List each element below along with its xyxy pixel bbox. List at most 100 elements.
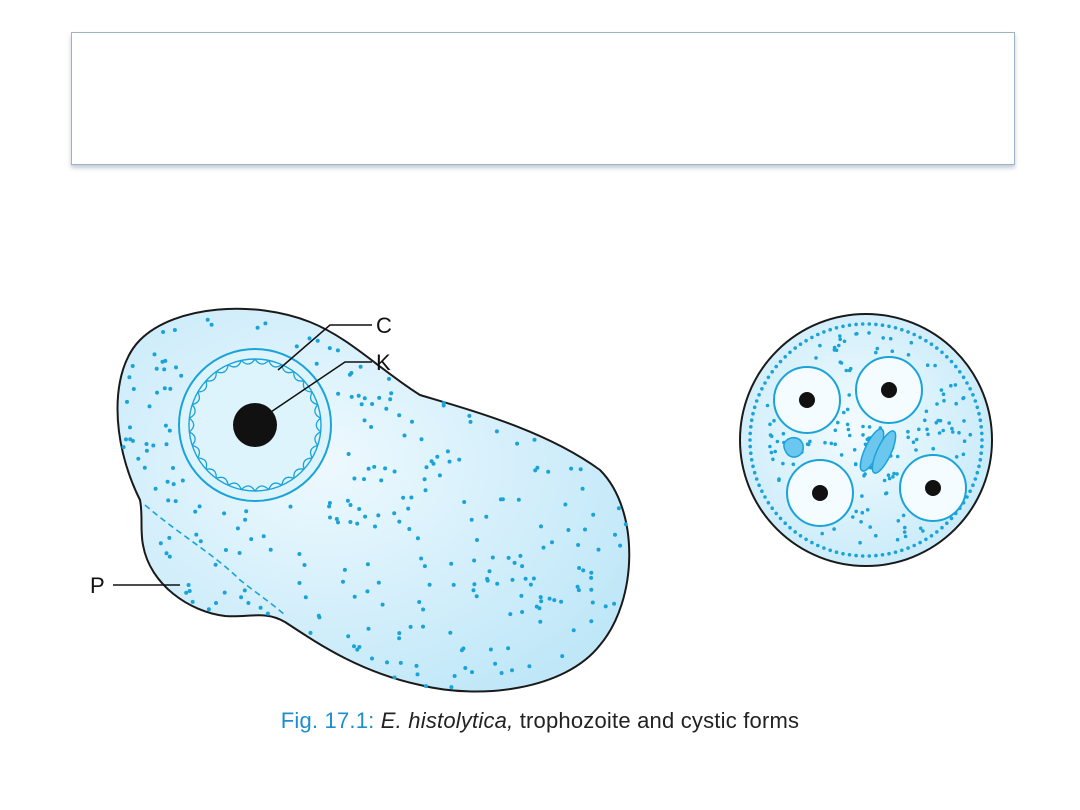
cytoplasm-granule	[376, 580, 381, 585]
cytoplasm-granule	[222, 511, 227, 516]
cyst-granule	[906, 429, 910, 434]
cytoplasm-granule	[223, 548, 228, 552]
cyst-granule	[912, 332, 916, 337]
svg-text:P: P	[90, 573, 105, 598]
cytoplasm-granule	[472, 582, 477, 587]
cytoplasm-granule	[297, 581, 302, 585]
cyst-granule	[924, 537, 928, 542]
cyst-granule	[788, 525, 792, 530]
cyst-nucleus	[855, 356, 923, 424]
cytoplasm-granule	[389, 391, 394, 396]
chromatin-granule	[240, 485, 256, 492]
cyst-granule	[816, 543, 820, 548]
cytoplasm-granule	[180, 478, 185, 483]
cytoplasm-granule	[370, 402, 375, 406]
cytoplasm-granule	[155, 390, 159, 395]
cyst-granule	[906, 546, 910, 550]
cyst-granule	[844, 368, 849, 373]
cytoplasm-granule	[346, 634, 351, 639]
cytoplasm-granule	[445, 449, 450, 454]
cyst-granule	[918, 335, 922, 340]
cytoplasm-granule	[314, 361, 319, 366]
cyst-granule	[965, 495, 969, 499]
cyst-granule	[933, 363, 937, 368]
cytoplasm-granule	[539, 599, 544, 604]
cyst-granule	[748, 431, 752, 436]
cyst-granule	[777, 477, 781, 481]
chromatin-granule	[189, 431, 196, 446]
cyst-granule	[924, 409, 929, 414]
cyst-granule	[937, 431, 942, 435]
cyst-granule	[851, 515, 855, 519]
cytoplasm-granule	[265, 611, 270, 616]
cytoplasm-granule	[151, 443, 156, 448]
cyst-granule	[829, 441, 834, 446]
cyst-granule	[900, 327, 904, 332]
cyst-granule	[865, 508, 870, 512]
cytoplasm-granule	[528, 582, 533, 587]
cyst-granule	[918, 526, 923, 531]
cyst-granule	[874, 350, 878, 355]
cytoplasm-granule	[523, 576, 528, 581]
chromatin-granule	[240, 358, 256, 365]
cytoplasm-granule	[547, 596, 552, 601]
cyst-granule	[834, 326, 839, 330]
cyst-granule	[903, 525, 907, 530]
cyst-granule	[770, 506, 774, 511]
chromatin-granule	[227, 482, 242, 490]
cytoplasm-granule	[362, 396, 367, 401]
cytoplasm-granule	[173, 499, 178, 504]
cyst-granule	[880, 323, 885, 328]
cytoplasm-granule	[552, 598, 557, 603]
cyst-granule	[917, 427, 921, 432]
cyst-granule	[874, 322, 878, 327]
chromatin-granule	[268, 482, 283, 490]
cytoplasm-granule	[484, 514, 489, 519]
cytoplasm-granule	[408, 624, 413, 629]
cytoplasm-granule	[616, 506, 621, 511]
cyst-granule	[977, 464, 981, 469]
cytoplasm-granule	[580, 486, 585, 491]
cytoplasm-granule	[194, 532, 199, 537]
cytoplasm-granule	[437, 473, 442, 478]
cyst-granule	[893, 550, 898, 554]
cyst-granule	[775, 439, 780, 444]
cyst-granule	[842, 410, 846, 415]
cytoplasm-granule	[261, 534, 266, 539]
cytoplasm-granule	[160, 359, 165, 364]
cyst-granule	[945, 521, 949, 525]
cyst-granule	[768, 444, 772, 449]
cyst-granule	[978, 418, 983, 423]
cytoplasm-granule	[462, 500, 467, 504]
cytoplasm-granule	[397, 413, 402, 418]
chromatin-granule	[302, 457, 313, 470]
cyst-granule	[860, 494, 864, 498]
slide-title-box	[71, 32, 1015, 165]
cyst-granule	[847, 323, 852, 328]
cytoplasm-granule	[372, 464, 377, 469]
cyst-granule	[804, 338, 808, 343]
cyst-granule	[833, 428, 838, 433]
cytoplasm-granule	[576, 588, 581, 593]
cytoplasm-granule	[550, 540, 554, 545]
cytoplasm-granule	[366, 466, 371, 471]
cytoplasm-granule	[538, 619, 543, 624]
cytoplasm-granule	[255, 325, 260, 330]
cyst-granule	[961, 452, 966, 457]
cyst-granule	[783, 355, 787, 359]
cyst-granule	[973, 477, 978, 481]
cytoplasm-granule	[591, 512, 596, 517]
chromatin-granule	[188, 417, 195, 433]
cytoplasm-granules	[121, 317, 628, 690]
cytoplasm-granule	[167, 535, 172, 540]
species-name: E. histolytica,	[380, 708, 514, 733]
cytoplasm-granule	[166, 498, 171, 503]
cytoplasm-granule	[487, 569, 492, 574]
cyst-granule	[757, 483, 761, 488]
cytoplasm-granule	[341, 579, 345, 584]
cyst-granule	[847, 433, 852, 438]
cyst-granule	[860, 554, 865, 558]
cyst-granule	[979, 451, 983, 456]
cyst-granule	[757, 393, 761, 397]
